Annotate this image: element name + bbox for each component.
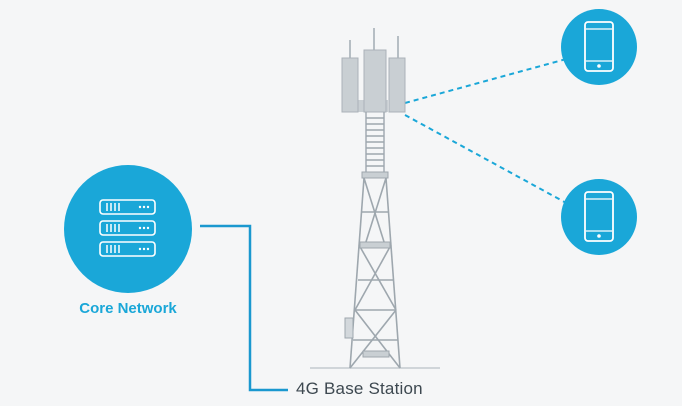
- cell-tower-icon: [310, 28, 440, 369]
- wireless-link-bottom: [404, 114, 571, 206]
- core-network-label: Core Network: [79, 300, 177, 317]
- smartphone-icon: [561, 9, 637, 85]
- core-to-tower-link: [200, 224, 288, 392]
- server-rack-icon: [64, 165, 192, 293]
- wireless-link-top: [404, 57, 571, 104]
- smartphone-icon: [561, 179, 637, 255]
- base-station-label: 4G Base Station: [296, 379, 423, 398]
